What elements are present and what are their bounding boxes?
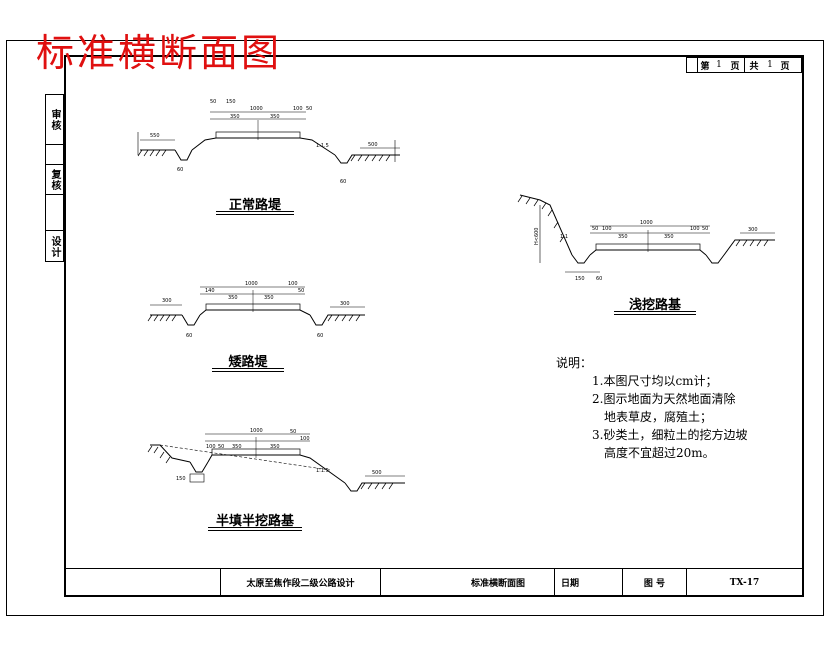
caption-underline [216, 211, 294, 212]
dim-low-lane-r: 350 [264, 295, 274, 301]
title-block-blank [380, 569, 496, 596]
title-block: 太原至焦作段二级公路设计 标准横断面图 日期 图 号 TX-17 [64, 568, 804, 597]
dim-cut-left-b: 100 [602, 226, 612, 232]
dim-low-side-l: 300 [162, 298, 172, 304]
dim-normal-total: 1000 [250, 106, 263, 112]
note-item: 高度不宜超过20m。 [604, 446, 715, 460]
dim-normal-left-b: 150 [226, 99, 236, 105]
note-item: 1.本图尺寸均以cm计； [592, 374, 718, 388]
dim-normal-ditch-l: 60 [177, 167, 183, 173]
drawing-number-label: 图 号 [622, 569, 686, 596]
low-embankment-drawing [147, 286, 365, 326]
drawing-name: 标准横断面图 [470, 579, 525, 589]
dim-half-lane-l: 350 [232, 444, 242, 450]
total-label: 共 [749, 61, 759, 72]
dim-cut-lane-r: 350 [664, 234, 674, 240]
dim-cut-bottom-r: 60 [596, 276, 602, 282]
dim-cut-right-b: 50 [702, 226, 708, 232]
normal-embankment-drawing [137, 111, 400, 164]
outer-frame [6, 40, 824, 616]
dim-half-slope: 1:1.5 [316, 468, 329, 474]
page-box-spacer [687, 58, 698, 72]
strip-cell-review: 审核 [46, 95, 63, 145]
caption-underline [614, 314, 696, 315]
strip-cell-recheck: 复核 [46, 165, 63, 195]
dim-normal-side-l: 550 [150, 133, 160, 139]
strip-cell-design: 设计 [46, 231, 63, 262]
dim-normal-right-b: 50 [306, 106, 312, 112]
dim-half-total: 1000 [250, 428, 263, 434]
total-number: 1 [767, 60, 773, 70]
sheet-title: 标准横断面图 [36, 31, 283, 75]
project-name: 太原至焦作段二级公路设计 [220, 569, 380, 596]
inner-frame [64, 55, 804, 597]
note-item: 3.砂类土，细粒土的挖方边坡 [592, 428, 748, 442]
dim-half-ditch-l: 150 [176, 476, 186, 482]
dim-cut-total: 1000 [640, 220, 653, 226]
date-label: 日期 [554, 569, 622, 596]
dim-half-left-a: 100 [206, 444, 216, 450]
dim-low-ditch-l: 60 [186, 333, 192, 339]
dim-half-right-a: 50 [290, 429, 296, 435]
dim-normal-lane-r: 350 [270, 114, 280, 120]
dim-low-left-a: 140 [205, 288, 215, 294]
page-number-box: 第 1 页 共 1 页 [686, 57, 802, 73]
half-fill-half-cut-drawing [147, 433, 405, 492]
caption-underline [208, 527, 302, 528]
dim-cut-lane-l: 350 [618, 234, 628, 240]
dim-cut-right-a: 100 [690, 226, 700, 232]
dim-half-right-b: 100 [300, 436, 310, 442]
caption-underline [614, 311, 696, 312]
dim-low-right-b: 50 [298, 288, 304, 294]
caption-underline [216, 214, 294, 215]
drawing-number: TX-17 [686, 569, 802, 596]
notes-heading: 说明： [556, 356, 593, 370]
dim-cut-slope: 1:1 [560, 234, 568, 240]
dim-half-lane-r: 350 [270, 444, 280, 450]
page-unit: 页 [726, 58, 745, 72]
dim-cut-bottom-l: 150 [575, 276, 585, 282]
caption-half-fill-half-cut: 半填半挖路基 [215, 514, 294, 529]
dim-normal-lane-l: 350 [230, 114, 240, 120]
dim-low-side-r: 300 [340, 301, 350, 307]
dim-cut-left-a: 50 [592, 226, 598, 232]
dim-cut-height: H<600 [534, 228, 540, 246]
caption-underline [208, 530, 302, 531]
dim-normal-right-a: 100 [293, 106, 303, 112]
note-item: 地表草皮，腐殖土； [604, 410, 713, 424]
dim-cut-side-r: 300 [748, 227, 758, 233]
note-item: 2.图示地面为天然地面清除 [592, 392, 736, 406]
total-unit: 页 [780, 61, 790, 72]
dim-normal-side-r: 500 [368, 142, 378, 148]
strip-label-review: 审核 [49, 108, 60, 131]
dim-low-ditch-r: 60 [317, 333, 323, 339]
caption-low-embankment: 矮路堤 [228, 355, 268, 370]
dim-low-right-a: 100 [288, 281, 298, 287]
strip-spacer [46, 145, 63, 165]
strip-label-design: 设计 [49, 235, 60, 258]
caption-underline [212, 371, 284, 372]
dim-normal-left-a: 50 [210, 99, 216, 105]
strip-spacer-2 [46, 195, 63, 231]
strip-label-recheck: 复核 [49, 168, 60, 191]
signature-strip: 审核 复核 设计 [45, 94, 64, 262]
shallow-cut-drawing [517, 194, 775, 273]
caption-normal-embankment: 正常路堤 [228, 198, 281, 213]
dim-low-lane-l: 350 [228, 295, 238, 301]
caption-shallow-cut: 浅挖路基 [628, 298, 681, 313]
caption-underline [212, 368, 284, 369]
page-number: 1 [716, 60, 722, 70]
dim-low-total: 1000 [245, 281, 258, 287]
notes-block: 说明： 1.本图尺寸均以cm计； 2.图示地面为天然地面清除 地表草皮，腐殖土；… [556, 354, 786, 462]
dim-half-left-b: 50 [218, 444, 224, 450]
dim-normal-ditch-r: 60 [340, 179, 346, 185]
dim-normal-slope: 1:1.5 [316, 143, 329, 149]
dim-half-side-r: 500 [372, 470, 382, 476]
page-label: 第 [700, 61, 710, 72]
